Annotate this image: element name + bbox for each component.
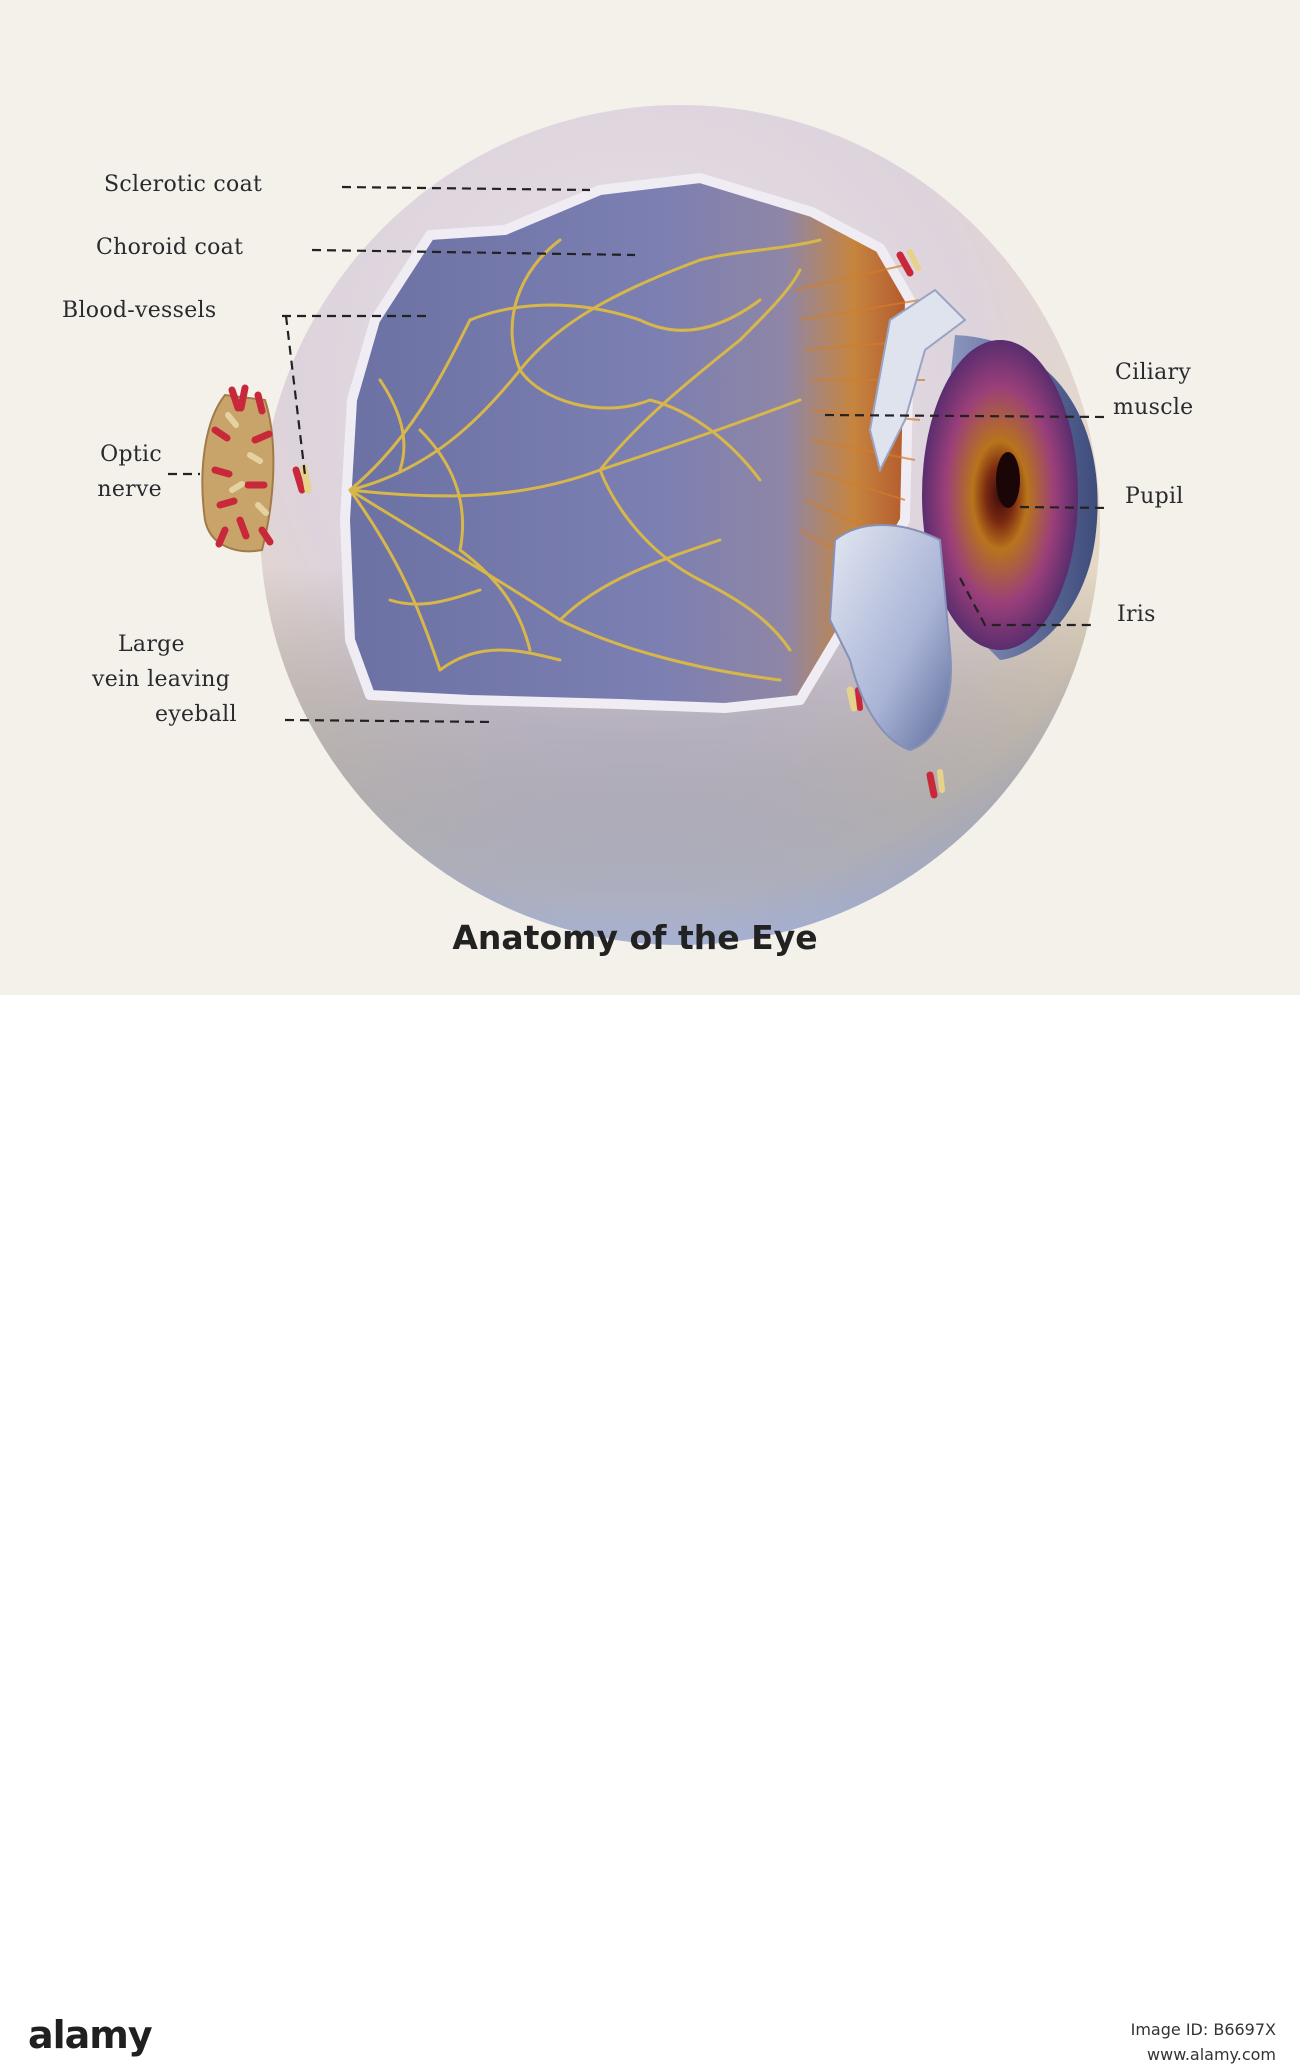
label-choroid-coat: Choroid coat (96, 235, 244, 260)
watermark-footer: alamy Image ID: B6697X www.alamy.com (0, 995, 1300, 2064)
diagram-title: Anatomy of the Eye (452, 918, 818, 957)
watermark-site: www.alamy.com (1147, 2045, 1276, 2064)
leader-lines (168, 185, 1111, 724)
label-pupil: Pupil (1125, 484, 1184, 509)
optic-nerve-shape (201, 384, 275, 553)
sclera-flap (828, 524, 952, 752)
label-muscle: muscle (1113, 395, 1194, 420)
eye-illustration (168, 105, 1111, 945)
label-sclerotic-coat: Sclerotic coat (104, 172, 263, 197)
watermark-brand: alamy (28, 2013, 153, 2057)
label-nerve: nerve (97, 477, 162, 502)
pupil-shape (996, 452, 1020, 508)
label-optic: Optic (100, 442, 162, 467)
blood-vessels (348, 238, 822, 682)
label-blood-vessels: Blood-vessels (62, 298, 217, 323)
label-eyeball: eyeball (155, 702, 237, 727)
label-ciliary: Ciliary (1115, 360, 1192, 385)
label-vein-leaving: vein leaving (92, 667, 231, 692)
watermark-image-id: Image ID: B6697X (1130, 2020, 1276, 2039)
label-iris: Iris (1117, 602, 1156, 627)
label-large: Large (118, 632, 185, 657)
diagram-page: Sclerotic coat Choroid coat Blood-vessel… (0, 0, 1300, 995)
